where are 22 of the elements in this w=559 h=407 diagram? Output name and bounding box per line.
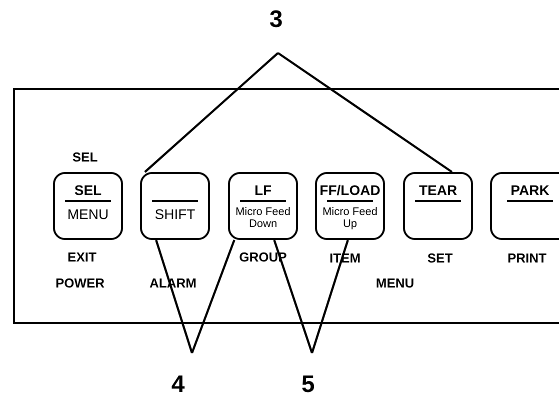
function-label: POWER <box>55 276 105 290</box>
callout-number: 5 <box>290 353 326 397</box>
callout-number: 3 <box>256 8 296 53</box>
function-label: PRINT <box>508 252 546 264</box>
function-label: SEL <box>72 150 98 164</box>
leader-line <box>277 52 453 173</box>
leader-line <box>273 240 314 354</box>
key-button: SHIFT <box>140 172 210 240</box>
key-button: SEL MENU <box>53 172 123 240</box>
leader-line <box>310 240 349 354</box>
leader-line <box>190 240 236 354</box>
function-label: EXIT <box>68 250 96 264</box>
function-label: SET <box>427 252 453 264</box>
key-button: FF/LOAD Micro Feed Up <box>315 172 385 240</box>
control-panel <box>13 88 559 324</box>
leader-line <box>155 240 194 354</box>
callout-number: 4 <box>160 353 196 397</box>
key-button: PARK <box>490 172 559 240</box>
key-button: LF Micro Feed Down <box>228 172 298 240</box>
leader-line <box>144 52 279 173</box>
function-label: MENU <box>376 276 414 290</box>
key-button: TEAR <box>403 172 473 240</box>
